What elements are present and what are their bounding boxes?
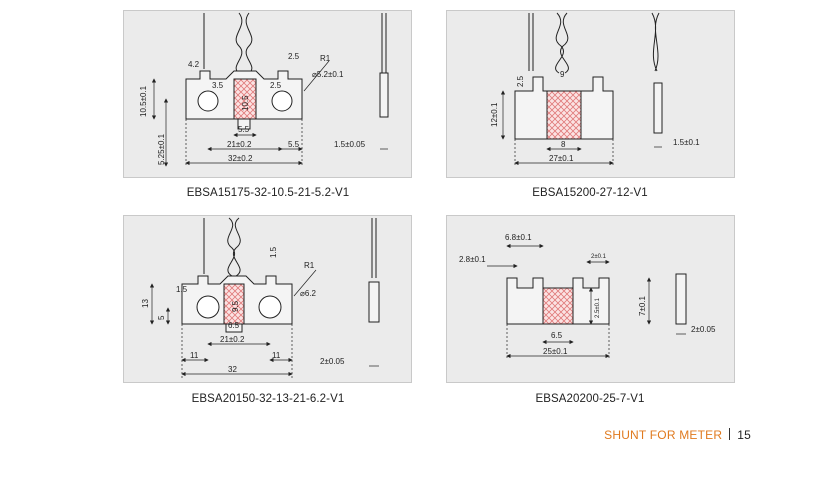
drawing-panel-3: 13 5 1.5 9.5 6.5 21±0.2 11 11 32 1.5 R1 … bbox=[123, 215, 412, 383]
dim-slot-r: 2±0.1 bbox=[591, 254, 607, 260]
section-title: SHUNT FOR METER bbox=[604, 428, 723, 442]
dim-hole: ⌀5.2±0.1 bbox=[312, 70, 344, 79]
dim-slot-w: 2.8±0.1 bbox=[459, 255, 486, 264]
dim-center-w: 8 bbox=[561, 140, 566, 149]
drawing-panel-1: 10.5±0.1 5.25±0.1 4.2 3.5 10.5 5.5 21±0.… bbox=[123, 10, 412, 178]
dim-pitch: 21±0.2 bbox=[227, 140, 252, 149]
dim-tab-h: 2.5 bbox=[516, 75, 525, 87]
dim-thickness: 1.5±0.1 bbox=[673, 138, 700, 147]
dim-radius: R1 bbox=[320, 54, 331, 63]
dim-right-edge: 11 bbox=[272, 351, 281, 360]
dim-center-h: 10.5 bbox=[241, 95, 250, 111]
dim-right-gap: 2.5 bbox=[270, 81, 282, 90]
dim-radius: R1 bbox=[304, 261, 315, 270]
dim-height: 7±0.1 bbox=[638, 295, 647, 316]
dim-tab: 4.2 bbox=[188, 60, 200, 69]
dim-wire-gap: 9 bbox=[560, 70, 565, 79]
dim-left-gap: 3.5 bbox=[212, 81, 224, 90]
dim-center-w: 6.5 bbox=[551, 331, 563, 340]
dim-slot-pitch: 6.8±0.1 bbox=[505, 233, 532, 242]
dim-center-h: 9.5 bbox=[231, 300, 240, 312]
page-number: 15 bbox=[737, 428, 751, 442]
figure-caption-4: EBSA20200-25-7-V1 bbox=[535, 393, 645, 405]
dim-center-w: 6.5 bbox=[228, 321, 240, 330]
footer-divider bbox=[729, 428, 731, 440]
figure-caption-3: EBSA20150-32-13-21-6.2-V1 bbox=[191, 393, 345, 405]
dim-height: 12±0.1 bbox=[490, 102, 499, 127]
dim-hole: ⌀6.2 bbox=[300, 289, 316, 298]
figure-caption-2: EBSA15200-27-12-V1 bbox=[532, 187, 648, 199]
dim-edge: 5.5 bbox=[288, 140, 300, 149]
dim-length: 27±0.1 bbox=[549, 154, 574, 163]
dim-pitch: 21±0.2 bbox=[220, 335, 245, 344]
drawing-panel-4: 6.8±0.1 2.8±0.1 2±0.1 2.5±0.1 7±0.1 6.5 … bbox=[446, 215, 735, 383]
dim-slot-h: 2.5±0.1 bbox=[595, 297, 601, 318]
dim-length: 32 bbox=[228, 365, 237, 374]
shunt-drawing-3: 13 5 1.5 9.5 6.5 21±0.2 11 11 32 1.5 R1 … bbox=[141, 217, 380, 378]
dim-tab: 1.5 bbox=[176, 285, 188, 294]
dim-thickness: 2±0.05 bbox=[691, 325, 716, 334]
shunt-drawing-4: 6.8±0.1 2.8±0.1 2±0.1 2.5±0.1 7±0.1 6.5 … bbox=[459, 233, 716, 360]
page-footer: SHUNT FOR METER 15 bbox=[604, 428, 751, 442]
dim-lower: 5.25±0.1 bbox=[157, 133, 166, 165]
dim-length: 25±0.1 bbox=[543, 347, 568, 356]
shunt-drawing-1: 10.5±0.1 5.25±0.1 4.2 3.5 10.5 5.5 21±0.… bbox=[139, 12, 389, 167]
figure-caption-1: EBSA15175-32-10.5-21-5.2-V1 bbox=[186, 187, 350, 199]
dim-top: 1.5 bbox=[269, 246, 278, 258]
dim-thickness: 2±0.05 bbox=[320, 357, 345, 366]
dim-left-edge: 11 bbox=[190, 351, 199, 360]
dim-top: 2.5 bbox=[288, 52, 300, 61]
dim-thickness: 1.5±0.05 bbox=[334, 140, 366, 149]
dim-lower: 5 bbox=[157, 315, 166, 320]
dim-center-w: 5.5 bbox=[238, 125, 250, 134]
dim-height: 13 bbox=[141, 299, 150, 308]
shunt-drawing-2: 12±0.1 2.5 9 8 27±0.1 1.5±0.1 bbox=[490, 12, 700, 167]
dim-height: 10.5±0.1 bbox=[139, 85, 148, 117]
drawing-panel-2: 12±0.1 2.5 9 8 27±0.1 1.5±0.1 bbox=[446, 10, 735, 178]
dim-length: 32±0.2 bbox=[228, 154, 253, 163]
